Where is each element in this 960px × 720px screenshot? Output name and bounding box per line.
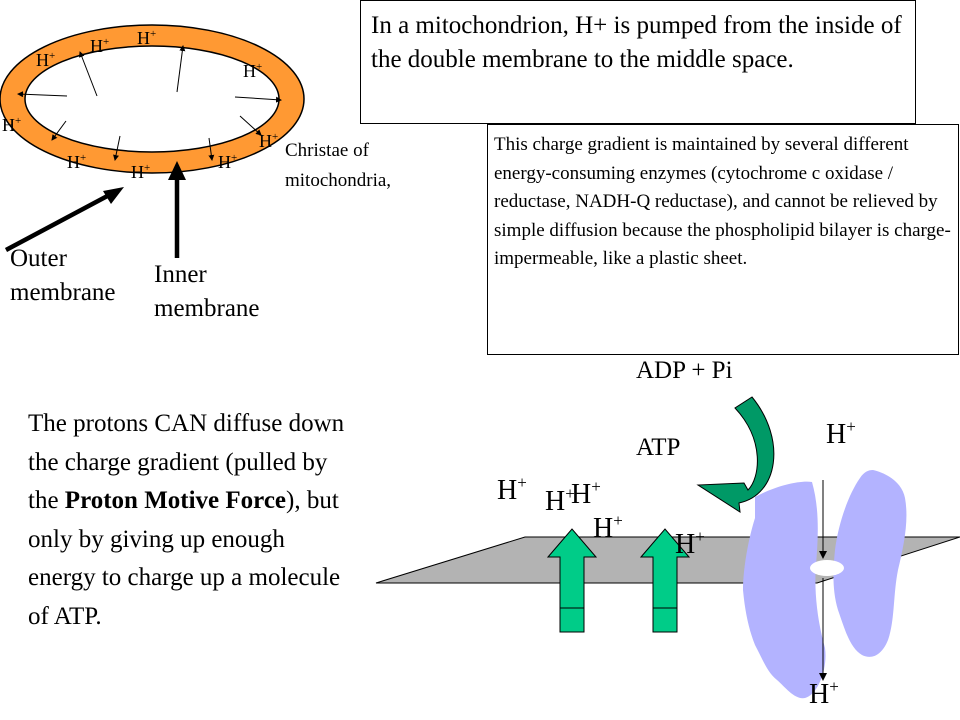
proton-label: H+	[809, 677, 839, 710]
intro-text-box: In a mitochondrion, H+ is pumped from th…	[360, 0, 916, 124]
explanation-text-box: This charge gradient is maintained by se…	[487, 124, 959, 355]
proton-label: H+	[571, 477, 601, 510]
proton-label: H+	[593, 511, 623, 544]
proton-label: H+	[545, 484, 575, 517]
proton-label-small: H+	[131, 162, 150, 182]
outer-membrane-pointer	[4, 191, 115, 252]
outer-membrane-label: Outer membrane	[10, 245, 116, 306]
proton-motive-force-term: Proton Motive Force	[64, 487, 287, 514]
inner-membrane-label: Inner membrane	[154, 261, 260, 322]
explanation-text: This charge gradient is maintained by se…	[494, 134, 951, 269]
proton-label-small: H+	[243, 61, 262, 81]
proton-diffusion-text: The protons CAN diffuse down the charge …	[28, 405, 358, 636]
mitochondrion-ring	[0, 24, 305, 174]
christae-label: Christae of mitochondria,	[285, 140, 392, 191]
proton-label: H+	[675, 527, 705, 560]
atp-label: ATP	[636, 434, 681, 461]
proton-label-small: H+	[259, 131, 278, 151]
atp-synthase	[743, 470, 907, 699]
proton-pump-arrows	[17, 45, 282, 161]
proton-label-small: H+	[36, 50, 55, 70]
proton-text-after: ), but only by giving up enough energy t…	[28, 487, 341, 630]
proton-label-small: H+	[67, 152, 86, 172]
proton-label: H+	[497, 473, 527, 506]
proton-label-small: H+	[90, 36, 109, 56]
proton-text-before: The protons CAN diffuse down the charge …	[28, 410, 345, 514]
proton-label-small: H+	[137, 28, 156, 48]
proton-label-small: H+	[218, 152, 237, 172]
adp-label: ADP + Pi	[636, 357, 733, 384]
proton-up-arrows	[546, 528, 691, 633]
proton-label-small: H+	[2, 115, 21, 135]
adp-to-atp-arrow	[696, 396, 775, 513]
proton-label: H+	[826, 417, 856, 450]
intro-text: In a mitochondrion, H+ is pumped from th…	[371, 12, 902, 73]
